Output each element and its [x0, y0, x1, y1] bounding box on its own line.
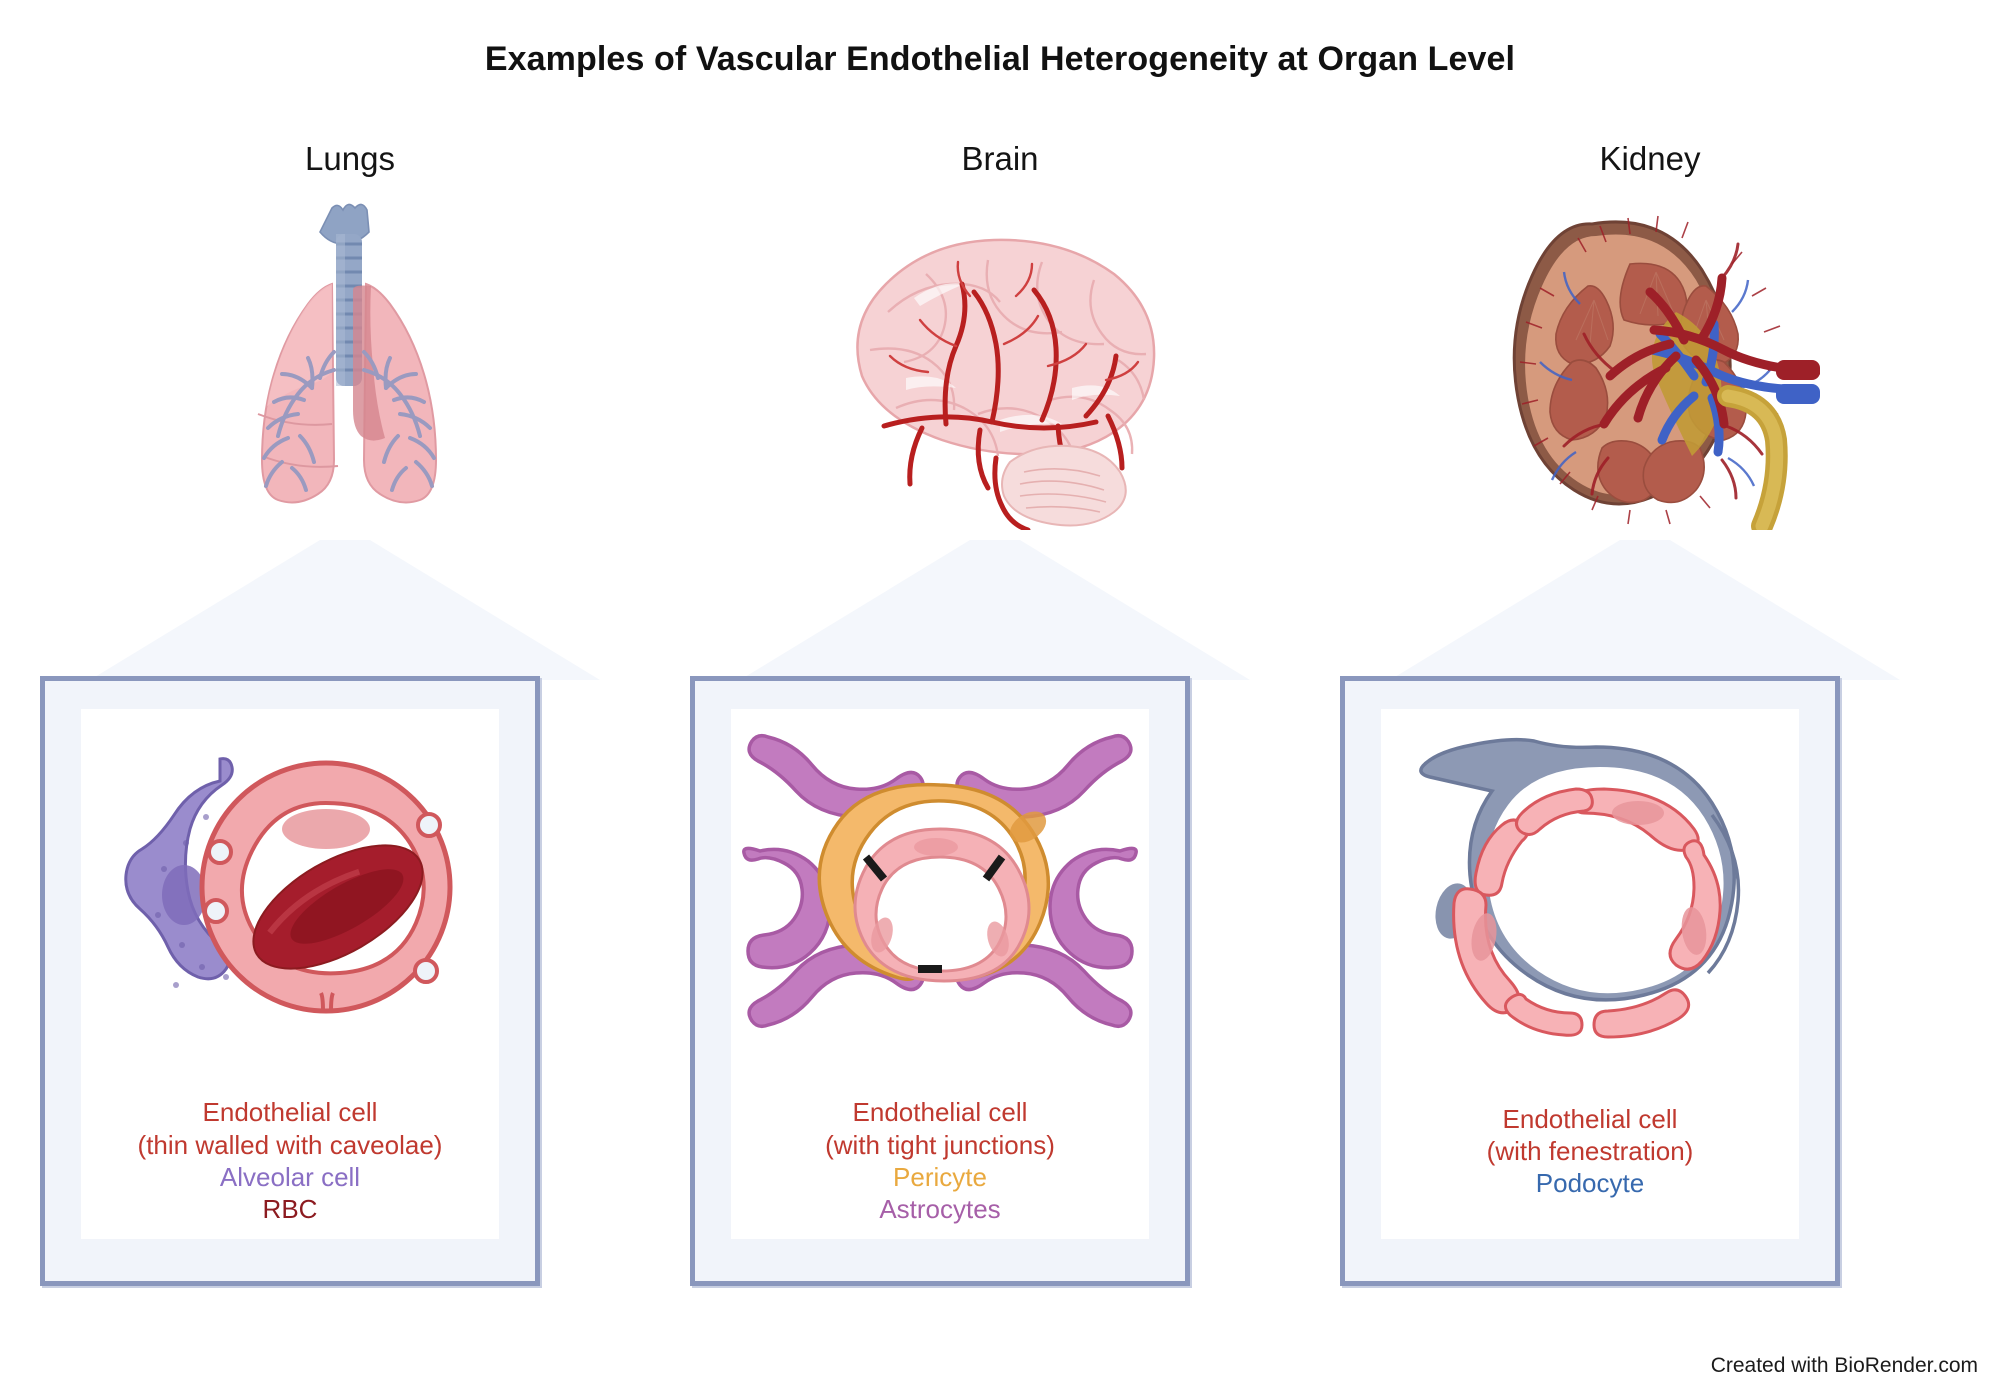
- column-brain: Brain: [690, 0, 1310, 1400]
- caption-line: Alveolar cell: [219, 1161, 361, 1192]
- caption-line: Endothelial cell: [202, 1097, 378, 1128]
- lung-capillary-diagram: [81, 719, 499, 1049]
- figure-title: Examples of Vascular Endothelial Heterog…: [484, 40, 1516, 78]
- detail-panel-lungs: Endothelial cell (thin walled with caveo…: [40, 676, 540, 1286]
- caption-line: (with fenestration): [1486, 1135, 1694, 1166]
- organ-label-lungs: Lungs: [305, 140, 395, 177]
- biorender-credit: Created with BioRender.com: [1710, 1354, 1978, 1377]
- brain-illustration: [690, 200, 1310, 540]
- glomerular-capillary-diagram: [1381, 719, 1799, 1049]
- detail-panel-inner-kidney: Endothelial cell (with fenestration) Pod…: [1381, 709, 1799, 1239]
- detail-panel-brain: Endothelial cell (with tight junctions) …: [690, 676, 1190, 1286]
- column-kidney: Kidney: [1340, 0, 1960, 1400]
- detail-panel-inner-brain: Endothelial cell (with tight junctions) …: [731, 709, 1149, 1239]
- caption-line: Endothelial cell: [852, 1097, 1028, 1128]
- kidney-illustration: [1340, 200, 1960, 540]
- detail-panel-kidney: Endothelial cell (with fenestration) Pod…: [1340, 676, 1840, 1286]
- blood-brain-barrier-diagram: [731, 719, 1149, 1049]
- caption-kidney: Endothelial cell (with fenestration) Pod…: [1381, 1103, 1799, 1199]
- organ-label-kidney: Kidney: [1599, 140, 1701, 177]
- caption-brain: Endothelial cell (with tight junctions) …: [731, 1096, 1149, 1225]
- caption-line: Endothelial cell: [1502, 1103, 1678, 1134]
- lungs-illustration: [40, 200, 660, 540]
- zoom-funnel-brain: [740, 540, 1250, 680]
- organ-label-brain: Brain: [961, 140, 1039, 177]
- caption-line: (with tight junctions): [825, 1129, 1055, 1160]
- zoom-funnel-kidney: [1390, 540, 1900, 680]
- caption-line: Pericyte: [893, 1161, 987, 1192]
- column-lungs: Lungs: [40, 0, 660, 1400]
- caption-lungs: Endothelial cell (thin walled with caveo…: [81, 1096, 499, 1225]
- detail-panel-inner-lungs: Endothelial cell (thin walled with caveo…: [81, 709, 499, 1239]
- zoom-funnel-lungs: [90, 540, 600, 680]
- caption-line: Astrocytes: [879, 1193, 1001, 1224]
- caption-line: (thin walled with caveolae): [137, 1129, 443, 1160]
- caption-line: Podocyte: [1535, 1167, 1645, 1198]
- caption-line: RBC: [262, 1193, 318, 1224]
